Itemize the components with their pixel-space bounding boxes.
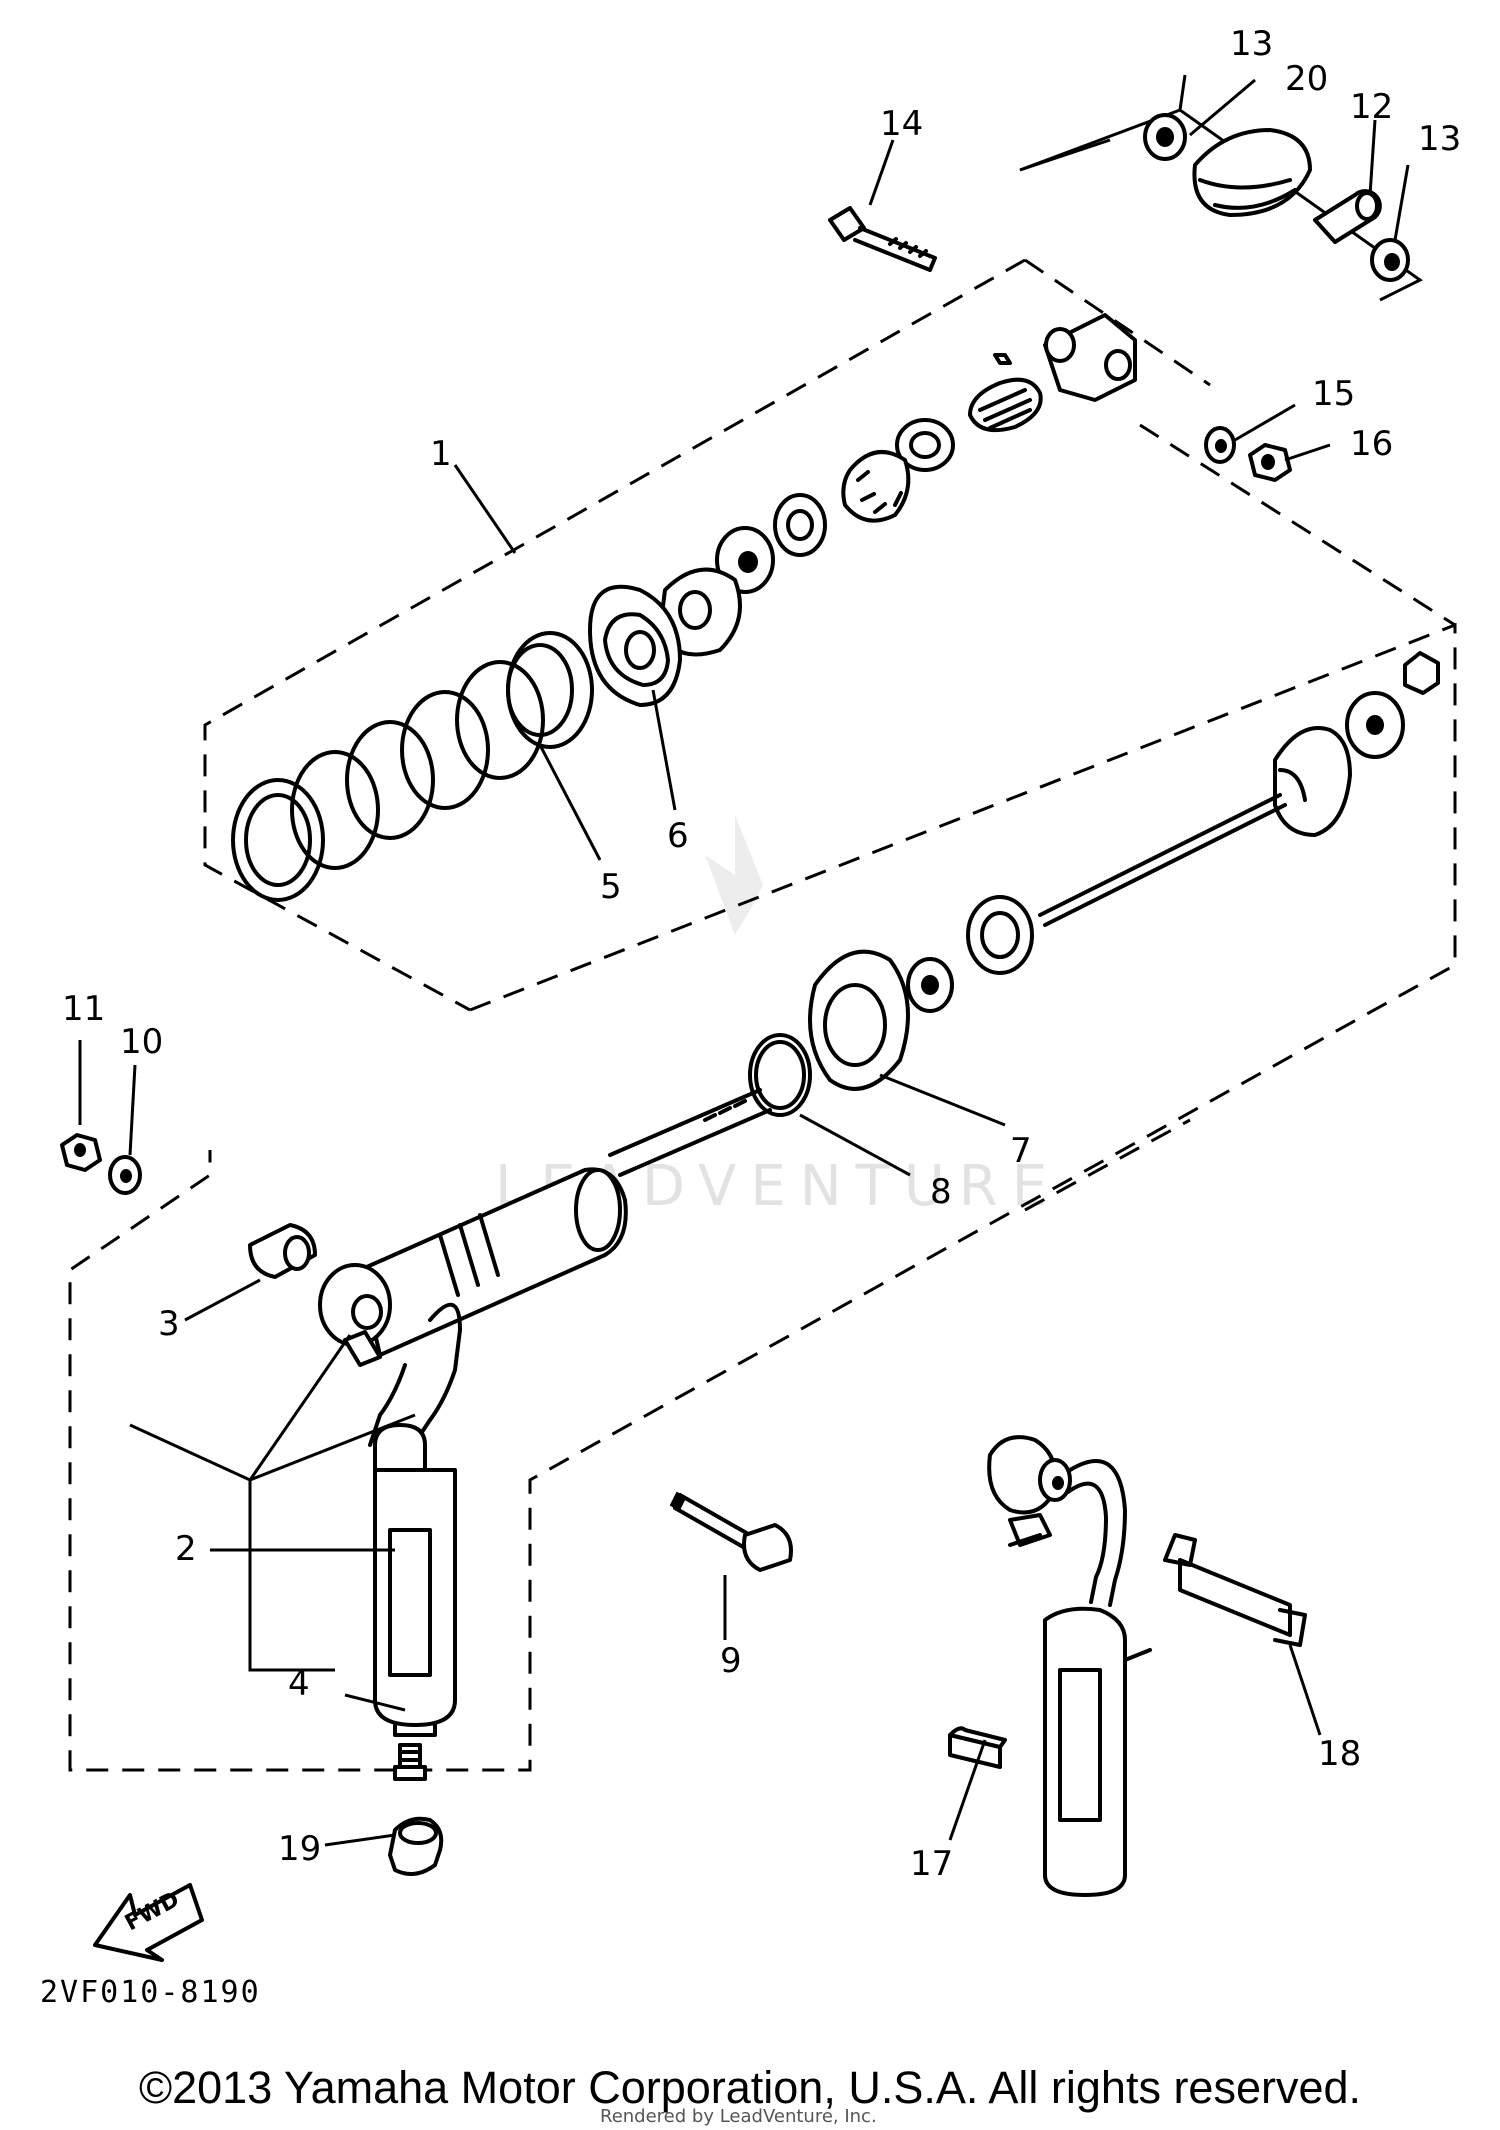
part-8-o-ring — [748, 1033, 812, 1117]
part-13-oil-seal-left — [1143, 113, 1187, 161]
callout-16: 16 — [1350, 424, 1393, 464]
callout-12: 12 — [1350, 87, 1393, 127]
callout-leaders — [78, 74, 1410, 1847]
lower-right-reservoir-assembly — [987, 1435, 1127, 1897]
part-19-cap — [388, 1816, 444, 1876]
watermark: LEADVENTURE — [495, 815, 1047, 1219]
part-2-reservoir-tank — [373, 1423, 457, 1737]
callout-4: 4 — [288, 1664, 310, 1704]
callout-15: 15 — [1312, 374, 1355, 414]
callout-2: 2 — [175, 1529, 197, 1569]
diagram-code: 2VF010-8190 — [40, 1975, 261, 2010]
part-15-washer — [1204, 426, 1236, 464]
callout-1: 1 — [430, 434, 452, 474]
callout-17: 17 — [910, 1844, 953, 1884]
callout-9: 9 — [720, 1641, 742, 1681]
callout-11: 11 — [62, 989, 105, 1029]
callout-20: 20 — [1285, 59, 1328, 99]
part-3-bushing — [248, 1223, 317, 1279]
callout-3: 3 — [158, 1304, 180, 1344]
bracket-bearing-group — [1019, 108, 1423, 302]
callout-13-right: 13 — [1418, 119, 1461, 159]
assembly-outline-boxes — [68, 108, 1457, 1772]
part-6-adjuster-ring — [588, 584, 682, 707]
part-13-oil-seal-right — [1370, 238, 1410, 282]
watermark-flame-icon — [705, 815, 763, 935]
part-4-screw — [393, 1743, 427, 1781]
part-17-rubber-pad — [948, 1726, 1007, 1769]
callout-7: 7 — [1010, 1131, 1032, 1171]
callout-19: 19 — [278, 1829, 321, 1869]
bracket-bearing-group-top — [1019, 138, 1111, 172]
dash-box-top — [1024, 258, 1211, 387]
dash-box-right — [1139, 423, 1456, 627]
spring-adjuster-components — [658, 418, 955, 657]
shaft-with-stopper — [906, 651, 1440, 1013]
callout-13-left: 13 — [1230, 24, 1273, 64]
callout-numbers: 1 2 3 4 5 6 7 8 9 10 11 12 13 13 14 15 1… — [62, 24, 1461, 1884]
part-5-coil-spring — [231, 631, 594, 902]
upper-clevis-mount — [968, 313, 1137, 432]
callout-6: 6 — [667, 816, 689, 856]
copyright-notice: ©2013 Yamaha Motor Corporation, U.S.A. A… — [138, 2062, 1362, 2113]
dash-box-spring-assy — [203, 258, 1026, 1012]
callout-5: 5 — [600, 867, 622, 907]
part-16-nut — [1248, 443, 1292, 482]
callout-14: 14 — [880, 104, 923, 144]
callout-10: 10 — [120, 1022, 163, 1062]
fwd-arrow-icon: FWD — [93, 1883, 204, 1962]
dash-box-lower-right — [1024, 1118, 1191, 1212]
part-10-washer — [108, 1155, 142, 1195]
part-7-spring-seat — [808, 949, 910, 1091]
part-14-bolt — [828, 206, 937, 272]
part-18-band — [1123, 1533, 1307, 1662]
dash-box-shock-assy — [68, 622, 1457, 1772]
part-11-nut — [60, 1133, 102, 1172]
callout-8: 8 — [930, 1172, 952, 1212]
part-9-bolt — [669, 1491, 793, 1572]
part-12-collar — [1313, 189, 1382, 244]
callout-18: 18 — [1318, 1734, 1361, 1774]
part-20-bearing — [1192, 128, 1312, 217]
rendered-by-notice: Rendered by LeadVenture, Inc. — [600, 2106, 877, 2127]
shock-absorber-body — [318, 1088, 772, 1452]
